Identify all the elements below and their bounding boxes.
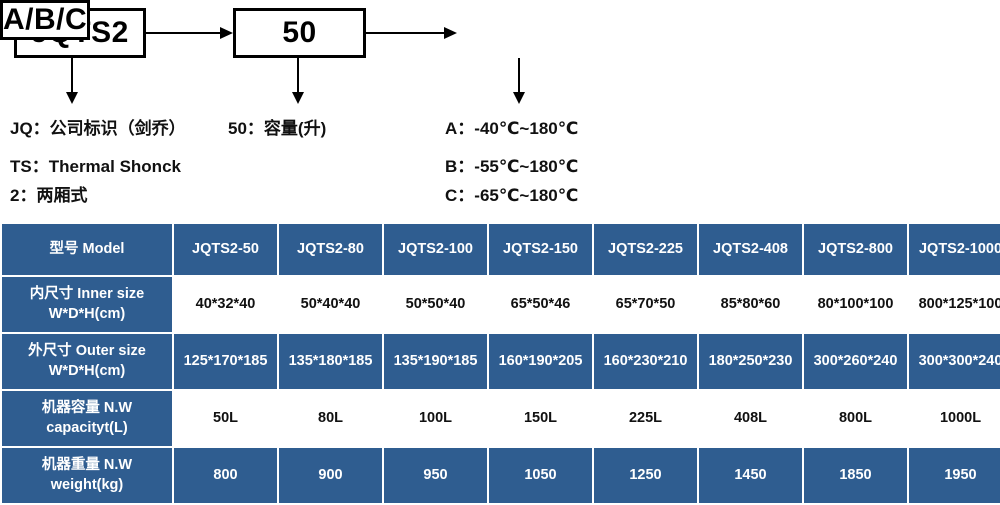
table-cell: 800L — [804, 391, 907, 446]
table-cell: 800*125*100 — [909, 277, 1000, 332]
table-row-capacity: 机器容量 N.W capacityt(L) 50L 80L 100L 150L … — [2, 391, 1000, 446]
table-row-inner-size: 内尺寸 Inner size W*D*H(cm) 40*32*40 50*40*… — [2, 277, 1000, 332]
arrow-head — [220, 27, 233, 39]
table-cell: 50L — [174, 391, 277, 446]
model-naming-diagram: JQTS2 50 A/B/C JQ：公司标识（剑乔） 50：容量(升) TS：T… — [0, 0, 1000, 215]
table-cell: 1000L — [909, 391, 1000, 446]
row-label-outer-size: 外尺寸 Outer size W*D*H(cm) — [2, 334, 172, 389]
table-cell: 85*80*60 — [699, 277, 802, 332]
table-cell: JQTS2-80 — [279, 224, 382, 275]
legend-temp-a: A：-40℃~180℃ — [445, 119, 579, 138]
legend-jq: JQ：公司标识（剑乔） — [10, 119, 186, 138]
table-cell: 125*170*185 — [174, 334, 277, 389]
table-cell: JQTS2-50 — [174, 224, 277, 275]
arrow-shaft — [146, 32, 222, 34]
legend-two-chamber: 2：两厢式 — [10, 186, 88, 205]
row-label-text-en: W*D*H(cm) — [48, 362, 126, 379]
row-label-text: 型号 Model — [49, 240, 125, 257]
row-label-capacity: 机器容量 N.W capacityt(L) — [2, 391, 172, 446]
table-cell: JQTS2-408 — [699, 224, 802, 275]
code-box-capacity: 50 — [233, 8, 366, 58]
table-cell: 80*100*100 — [804, 277, 907, 332]
arrow-right-icon — [146, 27, 233, 39]
table-cell: 300*260*240 — [804, 334, 907, 389]
table-cell: 180*250*230 — [699, 334, 802, 389]
arrow-shaft — [366, 32, 446, 34]
legend-temp-c: C：-65℃~180℃ — [445, 186, 579, 205]
table-cell: JQTS2-100 — [384, 224, 487, 275]
table-cell: 160*230*210 — [594, 334, 697, 389]
table-row-model: 型号 Model JQTS2-50 JQTS2-80 JQTS2-100 JQT… — [2, 224, 1000, 275]
arrow-head — [513, 92, 525, 104]
table-cell: 160*190*205 — [489, 334, 592, 389]
table-cell: JQTS2-225 — [594, 224, 697, 275]
table-cell: 65*70*50 — [594, 277, 697, 332]
legend-temp-b: B：-55℃~180℃ — [445, 157, 579, 176]
table-cell: 135*190*185 — [384, 334, 487, 389]
row-label-text-cn: 内尺寸 Inner size — [29, 285, 145, 302]
arrow-right-icon — [366, 27, 457, 39]
arrow-shaft — [297, 58, 299, 92]
legend-capacity: 50：容量(升) — [228, 119, 327, 138]
row-label-text-cn: 机器容量 N.W — [41, 399, 133, 416]
table-cell: JQTS2-1000 — [909, 224, 1000, 275]
arrow-head — [292, 92, 304, 104]
table-row-weight: 机器重量 N.W weight(kg) 800 900 950 1050 125… — [2, 448, 1000, 503]
legend-ts: TS：Thermal Shonck — [10, 157, 181, 176]
arrow-down-icon — [66, 58, 78, 104]
table-cell: 40*32*40 — [174, 277, 277, 332]
table-cell: 50*40*40 — [279, 277, 382, 332]
table-cell: 135*180*185 — [279, 334, 382, 389]
table-cell: JQTS2-800 — [804, 224, 907, 275]
row-label-model: 型号 Model — [2, 224, 172, 275]
table-cell: 1450 — [699, 448, 802, 503]
table-cell: JQTS2-150 — [489, 224, 592, 275]
table-cell: 150L — [489, 391, 592, 446]
table-cell: 900 — [279, 448, 382, 503]
specification-table: 型号 Model JQTS2-50 JQTS2-80 JQTS2-100 JQT… — [0, 222, 1000, 505]
table-cell: 1050 — [489, 448, 592, 503]
arrow-shaft — [71, 58, 73, 92]
arrow-head — [66, 92, 78, 104]
code-box-temperature: A/B/C — [0, 0, 91, 40]
row-label-weight: 机器重量 N.W weight(kg) — [2, 448, 172, 503]
table-cell: 80L — [279, 391, 382, 446]
table-cell: 300*300*240 — [909, 334, 1000, 389]
row-label-text-en: W*D*H(cm) — [48, 305, 126, 322]
row-label-inner-size: 内尺寸 Inner size W*D*H(cm) — [2, 277, 172, 332]
table-row-outer-size: 外尺寸 Outer size W*D*H(cm) 125*170*185 135… — [2, 334, 1000, 389]
table-cell: 50*50*40 — [384, 277, 487, 332]
row-label-text-en: weight(kg) — [50, 476, 124, 493]
table-cell: 1950 — [909, 448, 1000, 503]
table-cell: 65*50*46 — [489, 277, 592, 332]
row-label-text-cn: 机器重量 N.W — [41, 456, 133, 473]
arrow-head — [444, 27, 457, 39]
arrow-down-icon — [513, 58, 525, 104]
arrow-shaft — [518, 58, 520, 92]
table-cell: 950 — [384, 448, 487, 503]
row-label-text-cn: 外尺寸 Outer size — [28, 342, 146, 359]
table-cell: 225L — [594, 391, 697, 446]
table-cell: 1250 — [594, 448, 697, 503]
table-cell: 1850 — [804, 448, 907, 503]
table-cell: 408L — [699, 391, 802, 446]
table-cell: 800 — [174, 448, 277, 503]
table-cell: 100L — [384, 391, 487, 446]
arrow-down-icon — [292, 58, 304, 104]
row-label-text-en: capacityt(L) — [46, 419, 128, 436]
